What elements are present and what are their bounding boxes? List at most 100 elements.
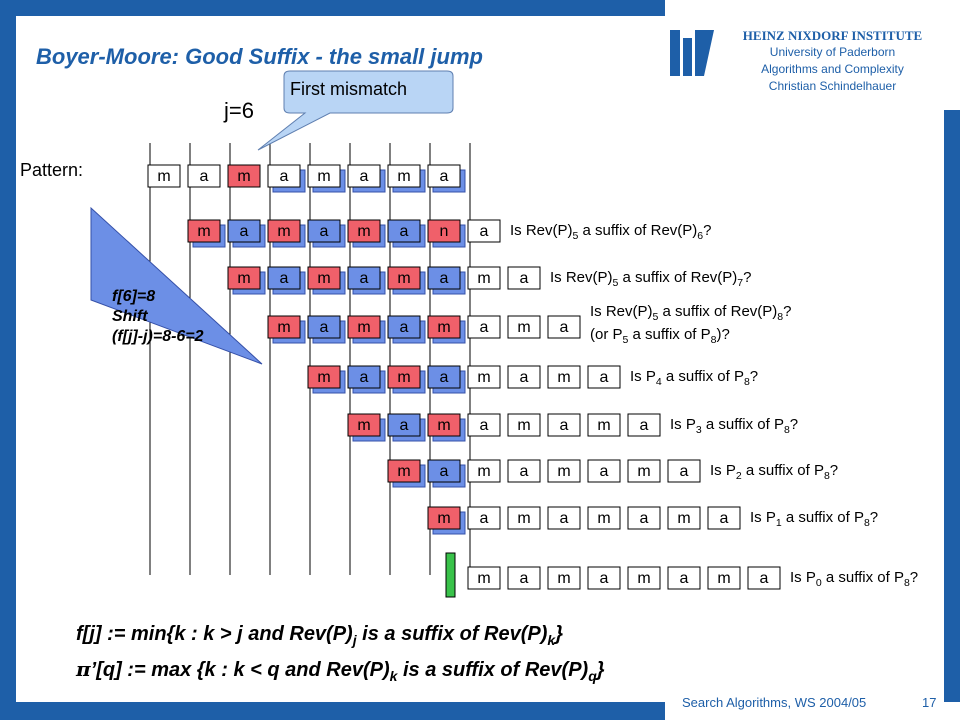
row-question: Is P4 a suffix of P8? <box>630 368 759 388</box>
formula-pi-sub-1: k <box>389 668 398 684</box>
cell-letter: a <box>520 570 529 587</box>
cell-letter: a <box>560 319 569 336</box>
cell-letter: a <box>440 270 449 287</box>
cell-letter: a <box>520 270 529 287</box>
cell-letter: m <box>157 168 170 185</box>
cell-letter: a <box>600 369 609 386</box>
shift-note-line-2: Shift <box>112 308 148 325</box>
row-plain-cell: m <box>467 266 501 290</box>
cell-letter: a <box>400 417 409 434</box>
formula-pi-sub-2: q <box>588 668 597 684</box>
cell-letter: m <box>557 369 570 386</box>
row-shifted-cell: n <box>427 219 466 248</box>
row-shifted-cell: a <box>427 266 466 295</box>
cell-letter: m <box>517 417 530 434</box>
cell-letter: m <box>277 223 290 240</box>
formula-f-part-2: is a suffix of Rev(P) <box>356 623 548 645</box>
cell-letter: a <box>760 570 769 587</box>
cell-letter: m <box>597 417 610 434</box>
row-shifted-cell: m <box>187 219 226 248</box>
cell-letter: m <box>277 319 290 336</box>
cell-letter: a <box>280 270 289 287</box>
cell-letter: a <box>320 319 329 336</box>
row-plain-cell: m <box>507 506 541 530</box>
formula-pi-symbol: π <box>76 657 91 681</box>
cell-letter: m <box>357 223 370 240</box>
row-plain-cell: a <box>587 459 621 483</box>
formula-pi: π’[q] := max {k : k < q and Rev(P)k is a… <box>76 657 605 684</box>
cell-letter: m <box>397 168 410 185</box>
cell-letter: m <box>637 463 650 480</box>
row-plain-cell: a <box>667 566 701 590</box>
cell-letter: a <box>720 510 729 527</box>
cell-letter: a <box>240 223 249 240</box>
cell-letter: m <box>397 463 410 480</box>
row-plain-cell: a <box>707 506 741 530</box>
author-name: Christian Schindelhauer <box>768 79 897 93</box>
cell-letter: a <box>680 570 689 587</box>
pattern-cell: m <box>147 164 181 188</box>
cell-letter: a <box>400 223 409 240</box>
row-plain-cell: m <box>467 459 501 483</box>
row-plain-cell: a <box>627 413 661 437</box>
slide-title: Boyer-Moore: Good Suffix - the small jum… <box>36 44 483 69</box>
row-plain-cell: m <box>467 566 501 590</box>
cell-letter: a <box>320 223 329 240</box>
row-plain-cell: a <box>467 219 501 243</box>
cell-letter: a <box>680 463 689 480</box>
row-shifted-cell: a <box>387 413 426 442</box>
cell-letter: m <box>517 510 530 527</box>
row-plain-cell: a <box>507 365 541 389</box>
row-shifted-cell: m <box>427 506 466 535</box>
row-question: Is P0 a suffix of P8? <box>790 569 919 589</box>
formula-f-sub-1: j <box>352 632 357 648</box>
cell-letter: m <box>477 369 490 386</box>
row-question: Is P2 a suffix of P8? <box>710 462 839 482</box>
row-plain-cell: a <box>547 315 581 339</box>
cell-letter: m <box>477 463 490 480</box>
row-question: Is P1 a suffix of P8? <box>750 509 879 529</box>
cell-letter: m <box>477 570 490 587</box>
cell-letter: a <box>560 510 569 527</box>
row-question: Is P3 a suffix of P8? <box>670 416 799 436</box>
cell-letter: a <box>360 168 369 185</box>
course-footer: Search Algorithms, WS 2004/05 <box>682 695 867 710</box>
pattern-cell: a <box>347 164 386 193</box>
row-plain-cell: a <box>627 506 661 530</box>
row-shifted-cell: m <box>427 413 466 442</box>
row-shifted-cell: a <box>227 219 266 248</box>
row-shifted-cell: m <box>307 365 346 394</box>
formula-pi-part-1: ’[q] := max {k : k < q and Rev(P) <box>90 659 390 681</box>
cell-letter: a <box>480 417 489 434</box>
cell-letter: m <box>237 270 250 287</box>
cell-letter: m <box>637 570 650 587</box>
top-bar <box>0 0 665 16</box>
row-plain-cell: m <box>587 506 621 530</box>
cell-letter: a <box>360 270 369 287</box>
pattern-cell: a <box>187 164 221 188</box>
cell-letter: m <box>597 510 610 527</box>
cell-letter: m <box>357 319 370 336</box>
row-plain-cell: m <box>707 566 741 590</box>
row-plain-cell: a <box>507 459 541 483</box>
formula-f: f[j] := min{k : k > j and Rev(P)j is a s… <box>76 623 563 648</box>
cell-letter: m <box>317 168 330 185</box>
cell-letter: a <box>440 463 449 480</box>
cell-letter: a <box>200 168 209 185</box>
formula-f-sub-2: k <box>547 632 556 648</box>
cell-letter: m <box>437 510 450 527</box>
row-plain-cell: m <box>547 365 581 389</box>
cell-letter: a <box>480 319 489 336</box>
row-shifted-cell: a <box>307 315 346 344</box>
left-bar <box>0 16 16 702</box>
row-plain-cell: m <box>547 459 581 483</box>
cell-letter: m <box>677 510 690 527</box>
cell-letter: a <box>480 223 489 240</box>
shift-note-line-1: f[6]=8 <box>112 288 156 305</box>
row-shifted-cell: m <box>427 315 466 344</box>
formula-pi-part-2: is a suffix of Rev(P) <box>397 659 589 681</box>
row-shifted-cell: a <box>307 219 346 248</box>
row-plain-cell: a <box>667 459 701 483</box>
cell-letter: m <box>517 319 530 336</box>
formula-f-part-1: f[j] := min{k : k > j and Rev(P) <box>76 623 353 645</box>
